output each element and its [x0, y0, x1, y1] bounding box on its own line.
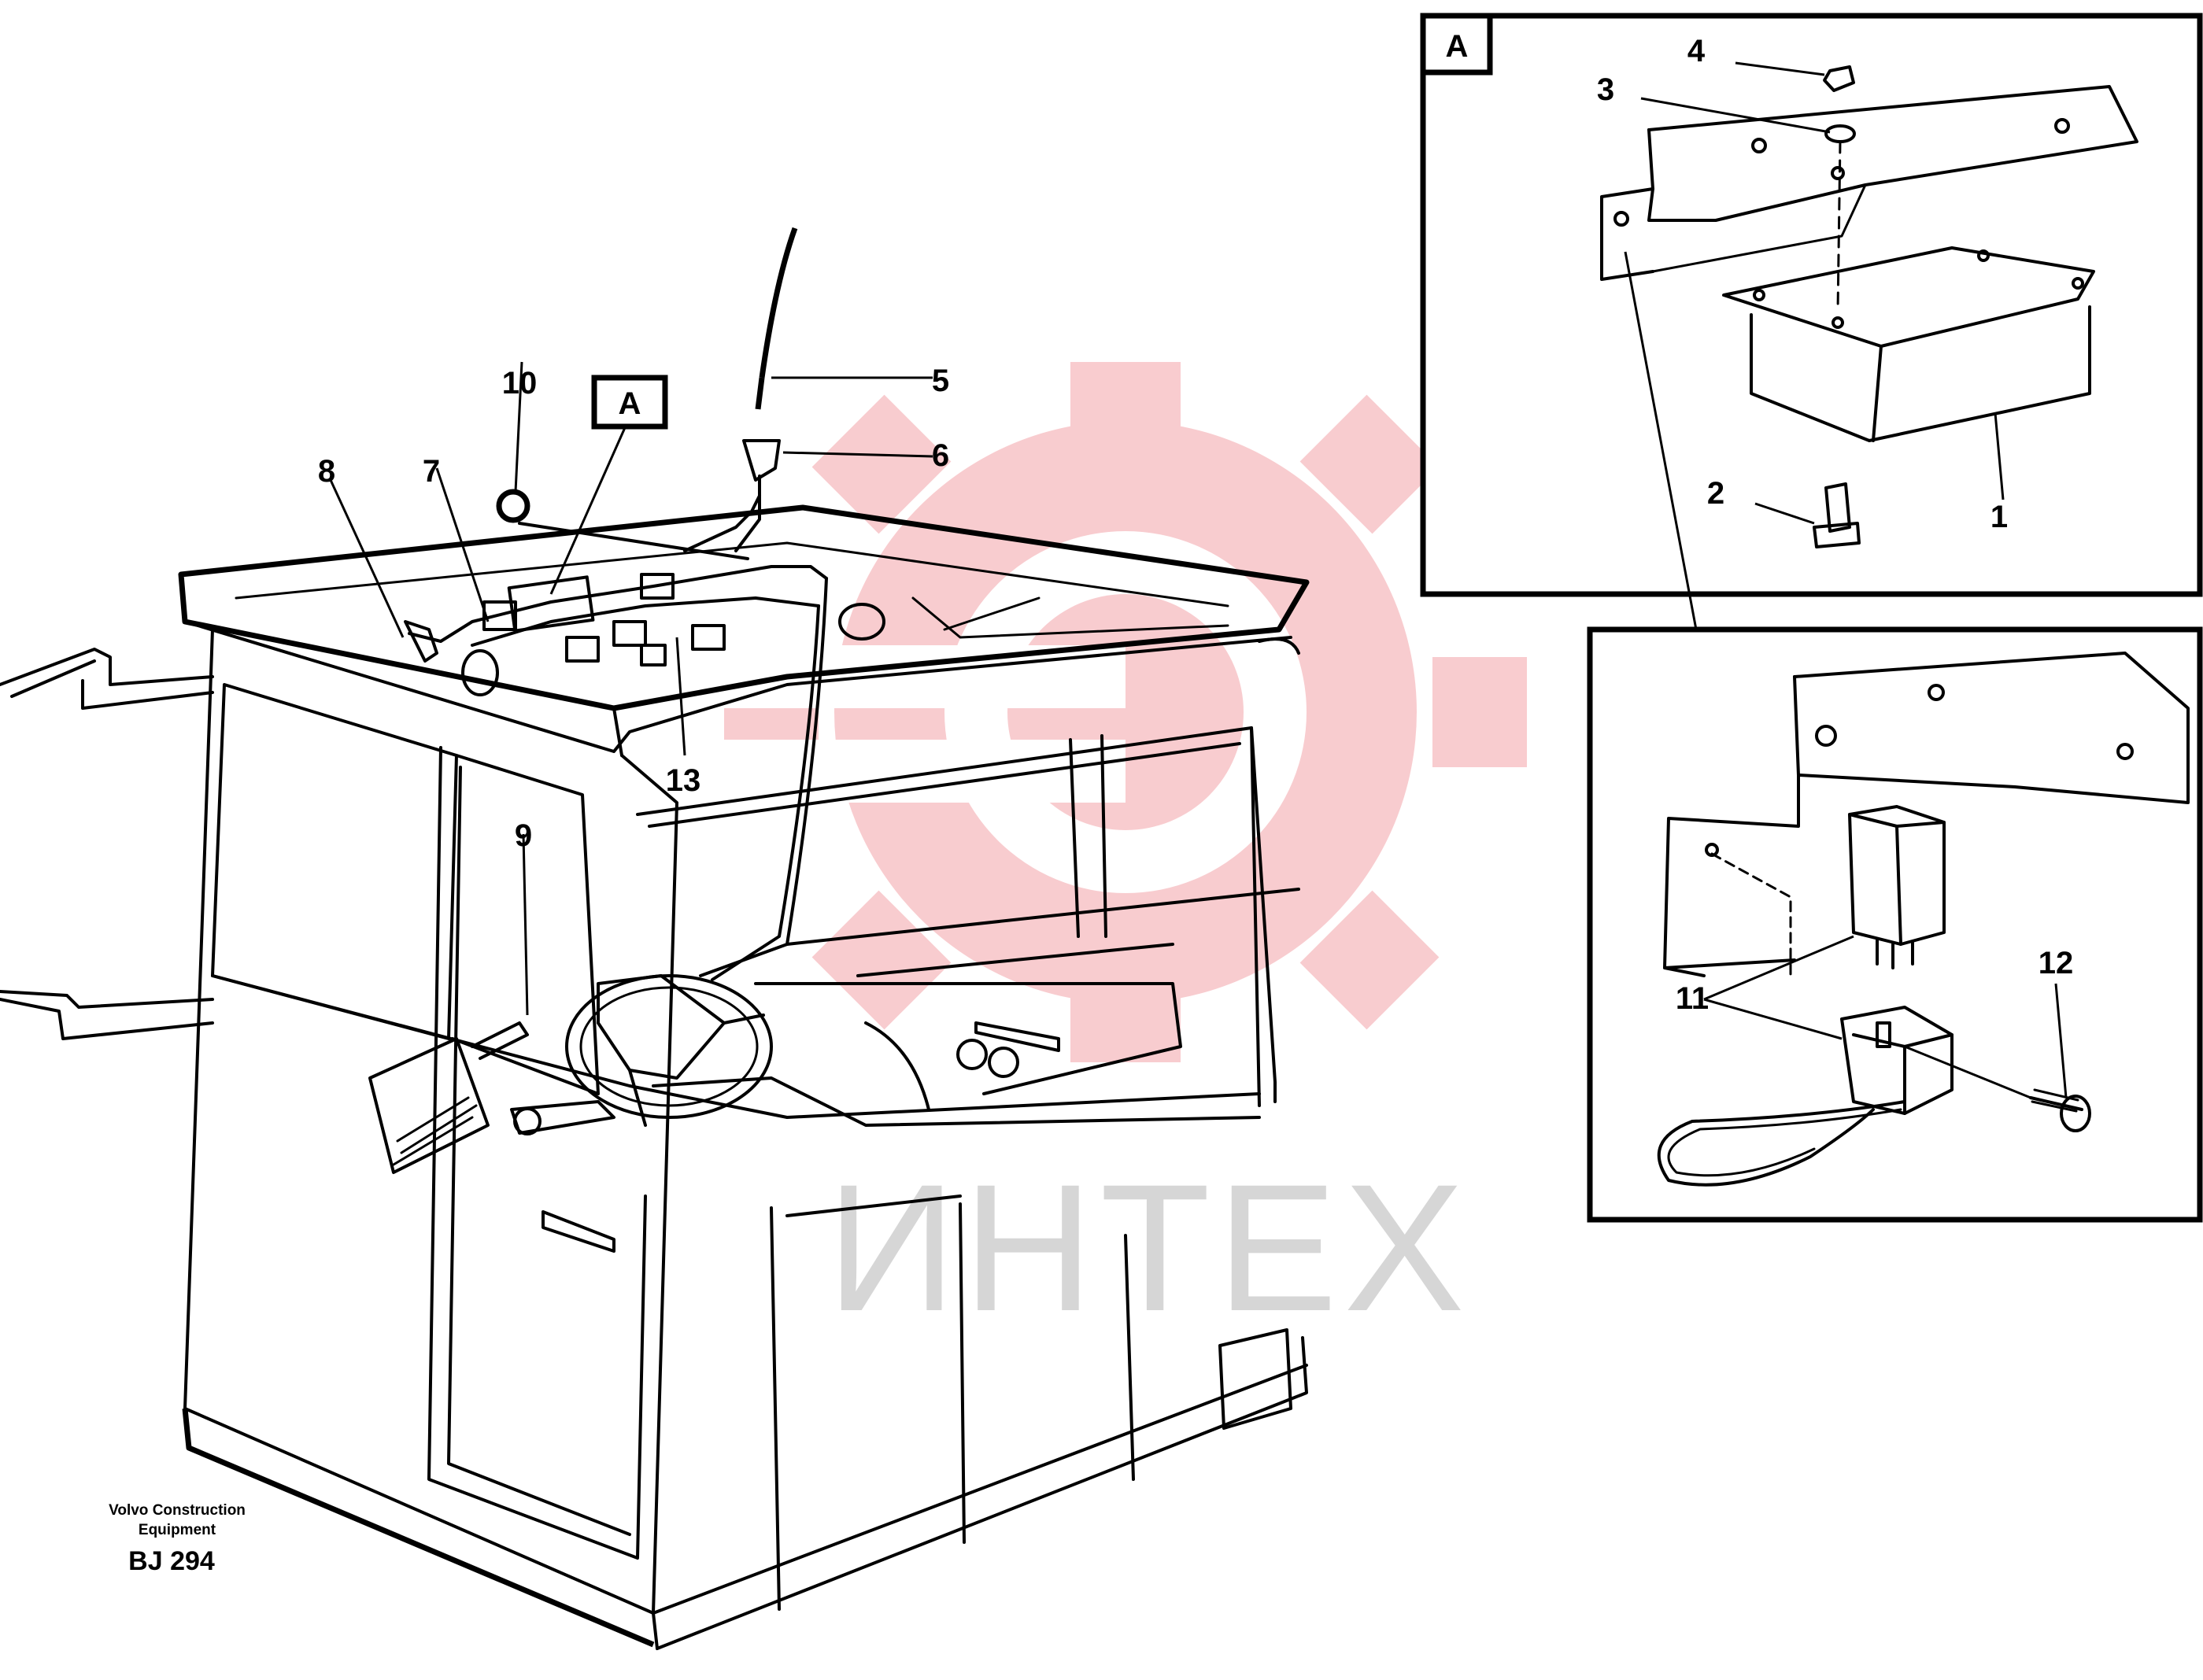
- detail-panel-relay: [1587, 626, 2203, 1223]
- callout-leaders: [329, 361, 933, 1016]
- cab-drawing: [0, 227, 1310, 1650]
- callout-11: 11: [1676, 981, 1709, 1016]
- callout-12: 12: [2039, 946, 2074, 980]
- callout-3: 3: [1597, 72, 1614, 107]
- detail-panel-a: A: [1420, 13, 2203, 597]
- callout-6: 6: [932, 438, 949, 473]
- footer-company-line2: Equipment: [139, 1522, 216, 1538]
- watermark-gear-icon: [708, 362, 1527, 1062]
- view-marker-main-label: A: [619, 386, 641, 421]
- callout-13: 13: [666, 763, 701, 798]
- callout-9: 9: [515, 818, 532, 853]
- footer: Volvo Construction Equipment BJ 294: [109, 1502, 246, 1576]
- callout-7: 7: [423, 454, 440, 489]
- callout-1: 1: [1990, 500, 2008, 534]
- detail-panel-a-label: A: [1446, 29, 1469, 64]
- detail-link-line: [1624, 251, 1698, 630]
- callout-numbers: 1 2 3 4 5 6 7 8 9 10 11 12 13: [318, 34, 2073, 1016]
- callout-4: 4: [1687, 34, 1706, 68]
- callout-10: 10: [502, 366, 538, 401]
- view-marker-main: A: [591, 375, 668, 430]
- callout-2: 2: [1707, 476, 1724, 511]
- footer-code: BJ 294: [128, 1546, 215, 1576]
- watermark-text: ИНТЕХ: [826, 1146, 1471, 1349]
- callout-5: 5: [932, 364, 949, 398]
- callout-8: 8: [318, 454, 335, 489]
- footer-company-line1: Volvo Construction: [109, 1502, 246, 1519]
